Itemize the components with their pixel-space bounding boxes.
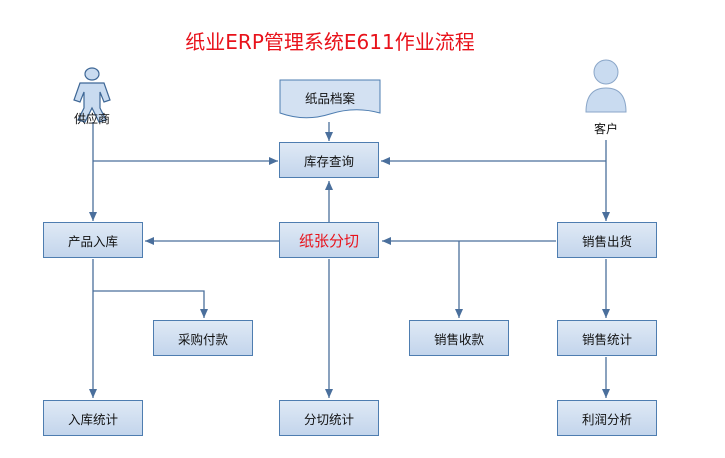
node-inventory-query[interactable]: 库存查询 — [279, 142, 379, 178]
node-product-inbound[interactable]: 产品入库 — [43, 222, 143, 258]
supplier-actor-icon — [73, 67, 111, 123]
node-sales-receipt[interactable]: 销售收款 — [409, 320, 509, 356]
node-paper-cutting[interactable]: 纸张分切 — [279, 222, 379, 258]
node-cutting-stats[interactable]: 分切统计 — [279, 400, 379, 436]
node-sales-shipment[interactable]: 销售出货 — [557, 222, 657, 258]
node-sales-stats[interactable]: 销售统计 — [557, 320, 657, 356]
diagram-title: 纸业ERP管理系统E611作业流程 — [185, 30, 475, 54]
node-purchase-payment[interactable]: 采购付款 — [153, 320, 253, 356]
document-label: 纸品档案 — [304, 91, 355, 106]
document-shape — [279, 79, 381, 119]
supplier-label: 供应商 — [73, 112, 110, 126]
customer-actor-icon — [585, 59, 627, 113]
node-profit-analysis[interactable]: 利润分析 — [557, 400, 657, 436]
edge-to-purchase-payment — [93, 290, 208, 318]
node-inbound-stats[interactable]: 入库统计 — [43, 400, 143, 436]
customer-label: 客户 — [593, 122, 618, 136]
